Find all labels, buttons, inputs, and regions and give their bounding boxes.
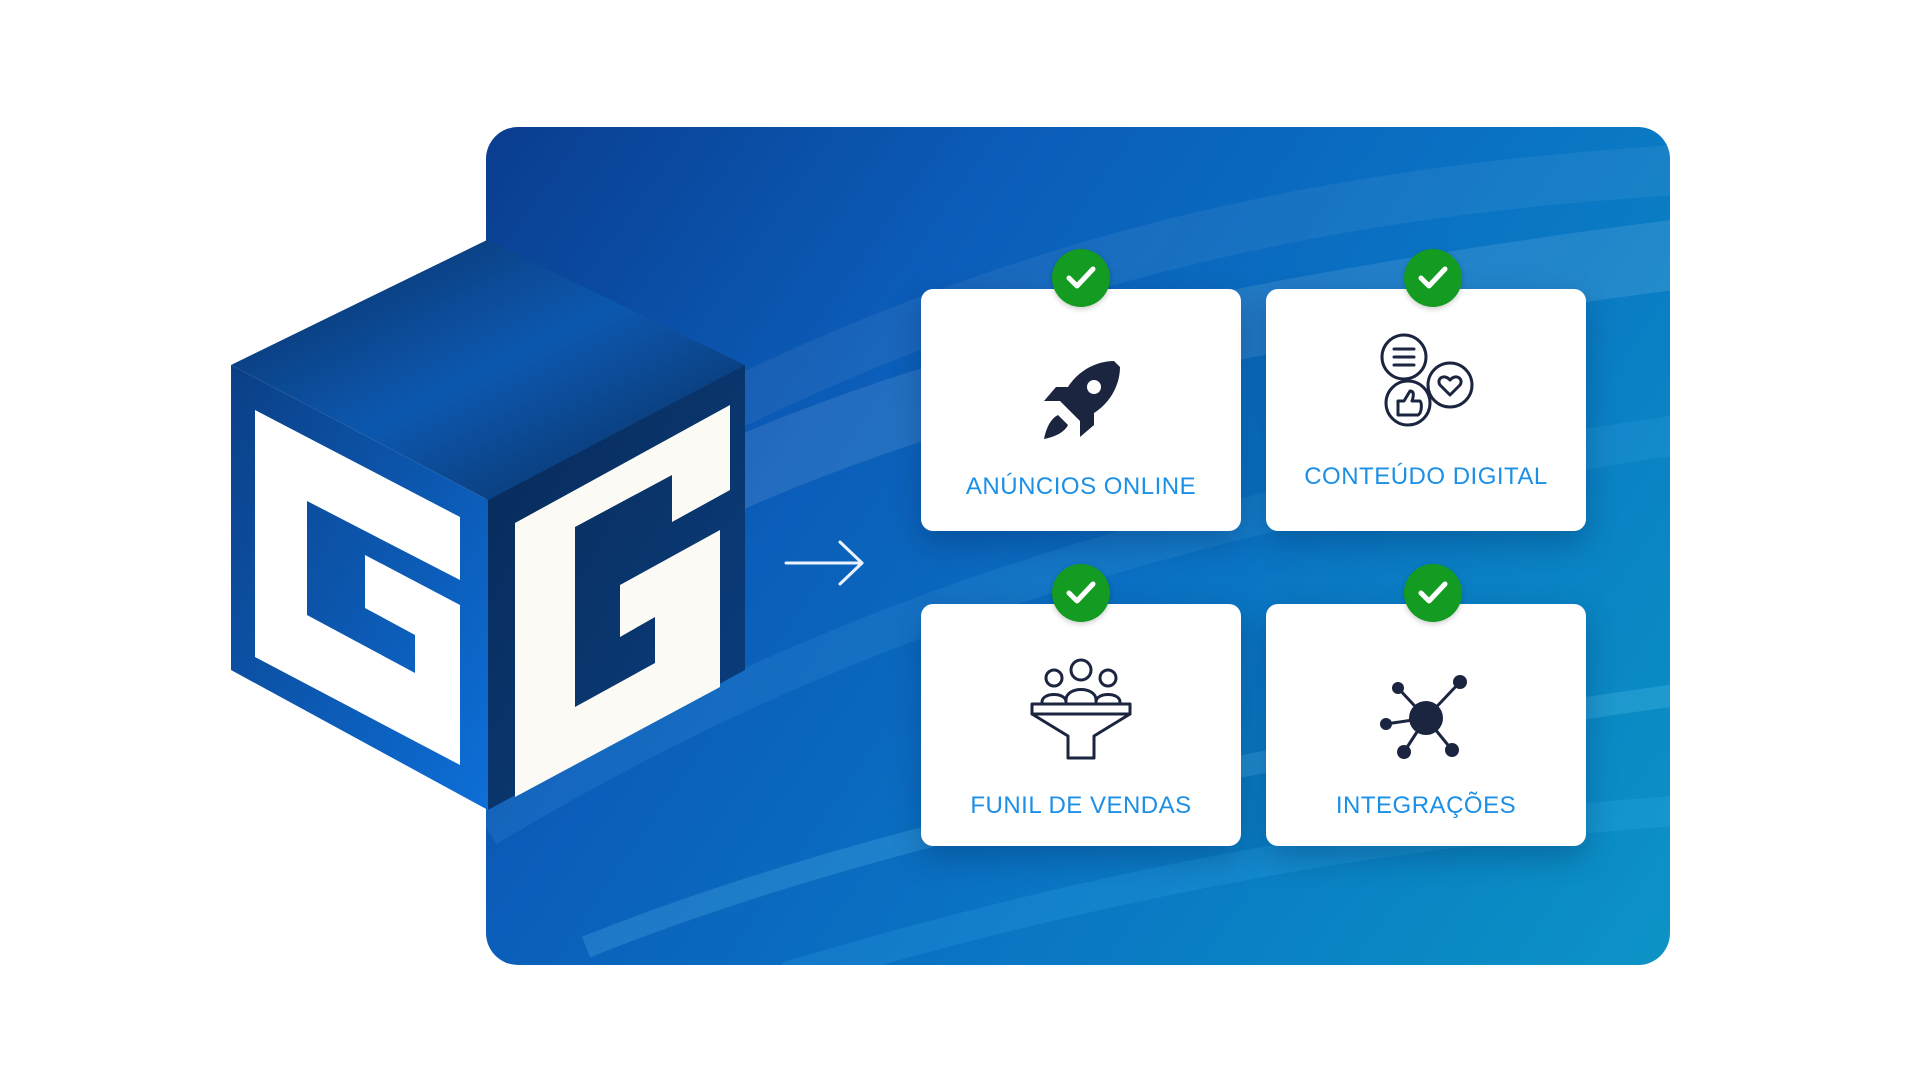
service-card-funil[interactable]: FUNIL DE VENDAS [921,604,1241,846]
check-badge-icon [1052,564,1110,622]
service-label: ANÚNCIOS ONLINE [965,473,1197,500]
rocket-icon [1036,355,1126,450]
sales-funnel-icon [1026,656,1136,771]
service-label: FUNIL DE VENDAS [970,792,1192,819]
check-badge-icon [1404,249,1462,307]
arrow-right-icon [784,540,864,586]
network-hub-icon [1380,672,1472,769]
service-card-integracoes[interactable]: INTEGRAÇÕES [1266,604,1586,846]
social-chat-icon [1374,329,1478,438]
gg-cube-logo [231,240,745,810]
service-card-anuncios[interactable]: ANÚNCIOS ONLINE [921,289,1241,531]
service-card-conteudo[interactable]: CONTEÚDO DIGITAL [1266,289,1586,531]
check-badge-icon [1404,564,1462,622]
check-badge-icon [1052,249,1110,307]
service-label: INTEGRAÇÕES [1335,792,1517,819]
service-label: CONTEÚDO DIGITAL [1304,463,1548,490]
